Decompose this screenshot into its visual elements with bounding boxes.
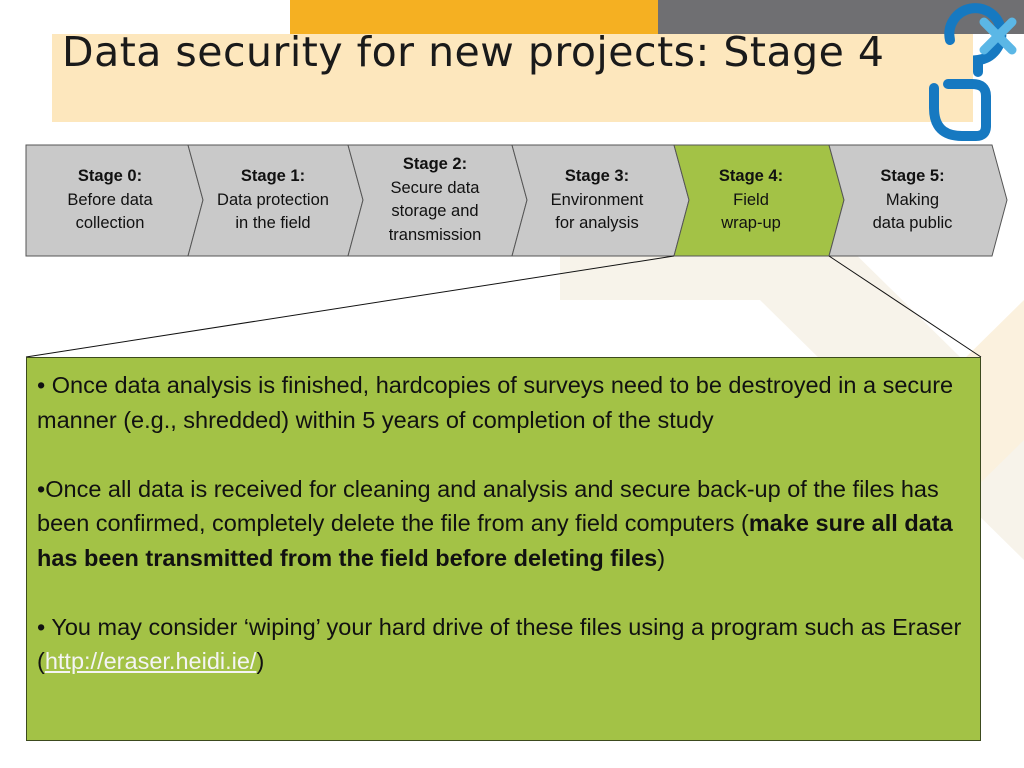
stage-4-label: Stage 4: Field wrap-up (718, 167, 784, 232)
stage-0-label: Stage 0: Before data collection (67, 167, 153, 232)
stage-5-label: Stage 5: Making data public (872, 167, 953, 232)
title-band (52, 34, 973, 122)
stage-4-detail-box: • Once data analysis is finished, hardco… (26, 357, 981, 741)
stage-2-label: Stage 2: Secure data storage and transmi… (388, 155, 482, 244)
detail-bullet-1: • Once data analysis is finished, hardco… (37, 372, 954, 433)
detail-bullet-2-emphasis: make sure all data has been transmitted … (37, 510, 953, 571)
person-x-logo-icon (929, 3, 1017, 141)
detail-bullet-2: •Once all data is received for cleaning … (37, 475, 953, 571)
page-title: Data security for new projects: Stage 4 (62, 28, 885, 76)
top-accent-bar-orange (290, 0, 658, 34)
eraser-link[interactable]: http://eraser.heidi.ie/ (44, 648, 257, 674)
stage-3-label: Stage 3: Environment for analysis (550, 167, 644, 232)
detail-bullet-3: • You may consider ‘wiping’ your hard dr… (37, 613, 962, 675)
stage-1-label: Stage 1: Data protection in the field (217, 167, 329, 232)
